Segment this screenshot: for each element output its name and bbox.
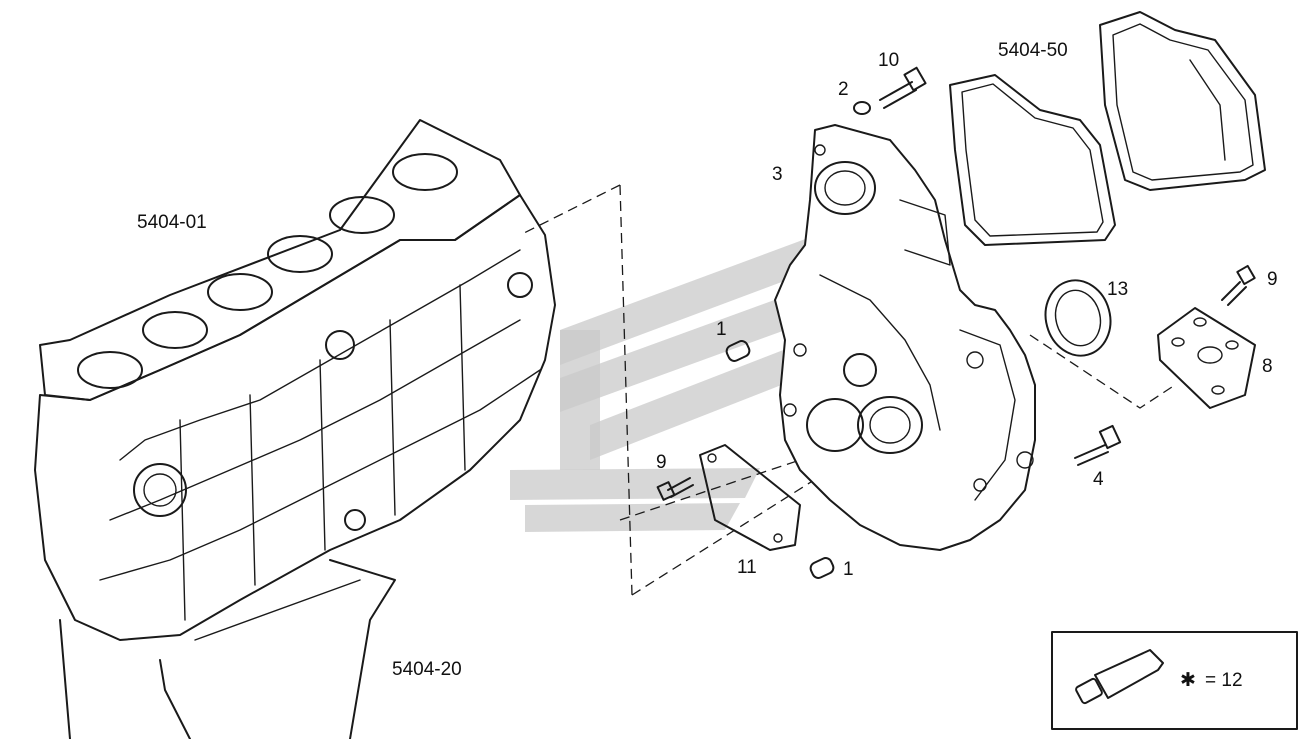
part-labels: 5404-01 5404-20 5404-50 1 1 2 3 4 8 9 9 …: [137, 40, 1278, 680]
label-part-1-bottom: 1: [843, 559, 854, 580]
label-part-8: 8: [1262, 356, 1273, 377]
label-part-13: 13: [1107, 279, 1128, 300]
legend-box: ✱ = 12: [1051, 631, 1298, 730]
label-part-11: 11: [737, 557, 757, 578]
label-cover-group: 5404-50: [998, 40, 1068, 61]
watermark-logo: [510, 228, 835, 532]
timing-cover-gasket: [949, 74, 1116, 246]
label-part-4: 4: [1093, 469, 1104, 490]
legend-symbol: ✱: [1180, 670, 1196, 691]
label-block-group: 5404-01: [137, 212, 207, 233]
flywheel-housing: [774, 124, 1036, 551]
label-part-3: 3: [772, 164, 783, 185]
washer-and-bolt: [853, 66, 927, 115]
label-part-9-right: 9: [1267, 269, 1278, 290]
timing-cover-plate: [1099, 11, 1266, 191]
sealant-tube-icon: [1075, 649, 1164, 705]
label-part-9-left: 9: [656, 452, 667, 473]
engine-block: [34, 119, 556, 739]
legend-text: = 12: [1205, 670, 1243, 691]
bolts: [656, 264, 1256, 501]
cover-plate: [1157, 307, 1256, 409]
seal-ring: [1044, 279, 1112, 357]
label-part-1-top: 1: [716, 319, 727, 340]
explode-lines: [519, 184, 1176, 596]
label-sump-group: 5404-20: [392, 659, 462, 680]
label-part-2: 2: [838, 79, 849, 100]
dowel-pins: [725, 340, 835, 579]
side-cover: [699, 444, 801, 551]
label-part-10: 10: [878, 50, 899, 71]
